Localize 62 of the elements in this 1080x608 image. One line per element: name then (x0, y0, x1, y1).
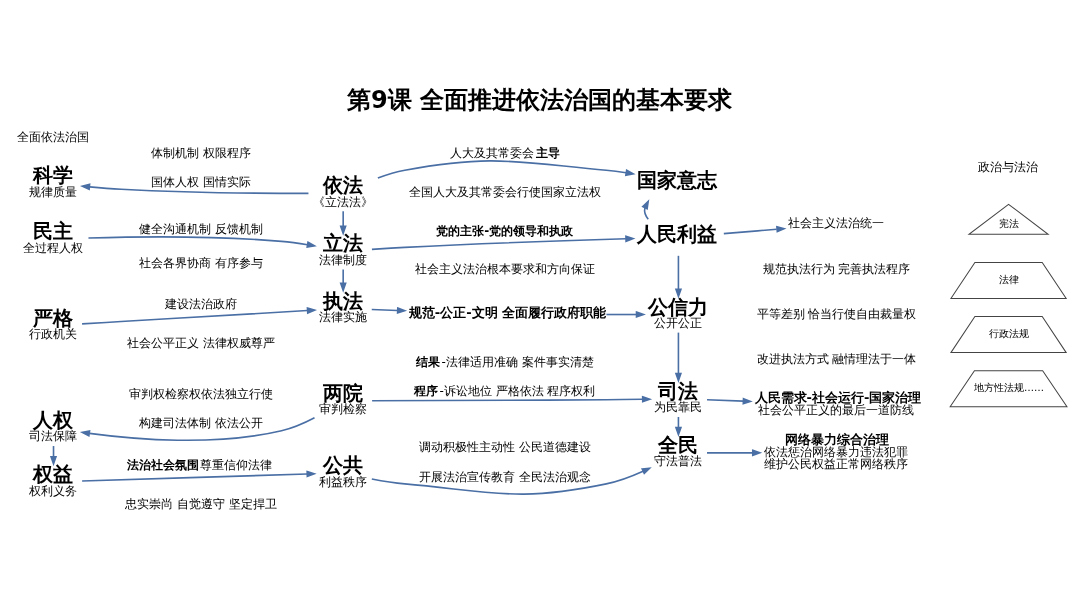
label: 体制机制 权限程序 (151, 145, 252, 160)
label: 社会公平正义 法律权威尊严 (127, 335, 276, 350)
node-text: 民主 全过程人权 (22, 218, 83, 255)
arrow (370, 306, 408, 314)
edge-label: 国体人权 国情实际 (151, 174, 252, 189)
node-text: 全民 守法普法 (653, 432, 702, 468)
node-text: 司法 为民靠民 (653, 378, 702, 414)
node-text: 规范-公正-文明 全面履行政府职能 (408, 304, 607, 320)
label: 改进执法方式 融情理法于一体 (756, 351, 917, 366)
arrow (674, 254, 682, 299)
node-text: 科学 规律质量 (28, 162, 77, 199)
arrow (674, 331, 682, 383)
node-text: 网络暴力综合治理 依法惩治网络暴力违法犯罪 维护公民权益正常网络秩序 (764, 431, 909, 471)
label: 规范执法行为 完善执法程序 (762, 261, 911, 276)
node-text: 严格 行政机关 (28, 305, 77, 341)
edge-label: 健全沟通机制 反馈机制 (139, 221, 264, 236)
arrow (339, 210, 347, 236)
arrow (79, 182, 310, 194)
node-text: 人权 司法保障 (28, 407, 77, 443)
arrow (371, 466, 652, 495)
edge-label: 人大及其常委会主导 (450, 145, 560, 160)
node-text: 国家意志 (637, 167, 718, 192)
arrow (706, 448, 763, 456)
label: 全国人大及其常委会行使国家立法权 (408, 184, 601, 199)
arrow (641, 198, 650, 220)
edge-label: 程序-诉讼地位 严格依法 程序权利 (414, 383, 596, 398)
arrow (87, 235, 317, 248)
edge-label: 建设法治政府 (164, 296, 237, 311)
label: 审判权检察权依法独立行使 (128, 386, 273, 401)
edge-label: 法治社会氛围尊重信仰法律 (126, 457, 272, 472)
arrow (377, 159, 636, 179)
node-text: 两院 审判检察 (318, 380, 367, 416)
arrow (81, 469, 317, 482)
arrow (339, 268, 347, 293)
node-text: 公信力 公开公正 (647, 294, 708, 330)
label: 忠实崇尚 自觉遵守 坚定捍卫 (125, 496, 277, 511)
label: 结果-法律适用准确 案件事实清楚 (416, 354, 594, 369)
label: 全面依法治国 (16, 129, 89, 144)
arrow (81, 306, 318, 325)
label: 调动积极性主动性 公民道德建设 (419, 439, 592, 454)
arrow (371, 395, 653, 403)
node-text: 权益 权利义务 (28, 461, 77, 498)
node-text: 社会主义法治统一 (788, 215, 885, 230)
arrow (723, 225, 787, 234)
node-text: 依法 《立法法》 (312, 172, 373, 209)
node-text: 执法 法律实施 (318, 288, 367, 324)
node-text: 公共 利益秩序 (318, 452, 367, 489)
node-text: 立法 法律制度 (318, 230, 367, 267)
arrow (605, 310, 646, 318)
diagram-title: 第9课 全面推进依法治国的基本要求 (347, 85, 733, 114)
arrow (79, 416, 316, 441)
label: 政治与法治 (977, 159, 1038, 174)
edge-label: 党的主张-党的领导和执政 (436, 223, 574, 238)
node-text: 人民需求-社会运行-国家治理 社会公平正义的最后一道防线 (754, 389, 922, 417)
arrow (371, 234, 636, 250)
edge-label: 构建司法体制 依法公开 (139, 415, 264, 430)
arrow (706, 397, 753, 405)
node-text: 人民利益 (637, 221, 718, 246)
label: 社会主义法治根本要求和方向保证 (414, 261, 595, 276)
label: 平等差别 恰当行使自由裁量权 (756, 306, 917, 321)
label: 社会各界协商 有序参与 (139, 255, 264, 270)
edge-label: 开展法治宣传教育 全民法治观念 (419, 469, 592, 483)
